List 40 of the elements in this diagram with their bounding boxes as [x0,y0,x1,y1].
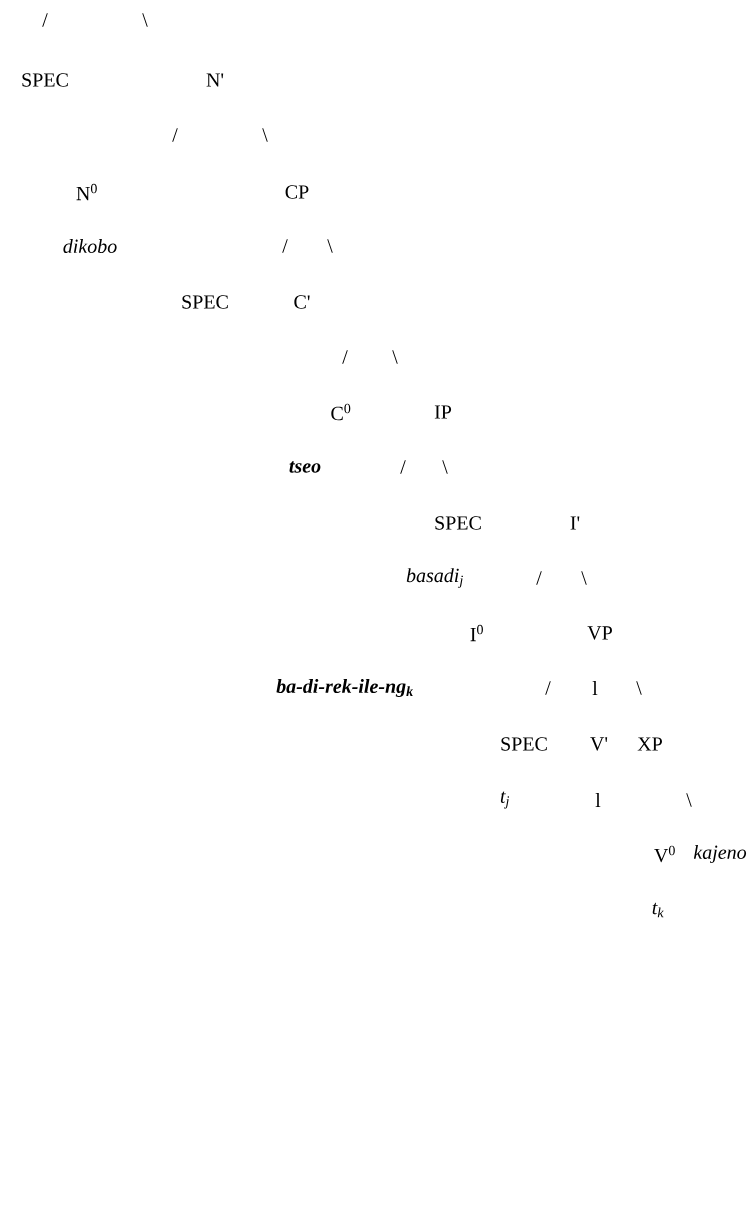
word: ba-di-rek-ile-ng$_{k}$ [276,678,414,698]
branch-slash: / [536,571,542,585]
branch-slash: \ [327,239,333,253]
word: t$_{j}$ [500,791,510,809]
branch-slash: \ [636,681,642,695]
branch-slash: / [545,681,551,695]
category-label: V' [590,737,608,751]
branch-slash: \ [686,793,692,807]
branch-slash: l [592,681,598,695]
branch-slash: \ [262,128,268,142]
word: dikobo [63,239,117,254]
word: basadi$_{j}$ [406,568,463,588]
category-label: XP [637,737,662,751]
category-label: V$^{0}$ [654,845,675,863]
word: tseo [289,461,321,473]
branch-slash: l [595,793,601,807]
branch-slash: / [342,350,348,364]
category-label: SPEC [182,295,228,309]
category-label: N' [206,73,224,87]
category-label: I$^{0}$ [470,624,483,642]
word: kajeno [693,844,747,864]
category-label: I' [570,516,580,530]
branch-slash: / [42,13,48,27]
category-label: N$^{0}$ [76,183,97,201]
category-label: SPEC [22,73,68,87]
branch-slash: / [282,239,288,253]
category-label: VP [587,626,612,640]
branch-slash: \ [142,13,148,27]
branch-slash: / [400,460,406,474]
category-label: SPEC [501,737,547,751]
category-label: IP [434,405,452,419]
category-label: C$^{0}$ [331,403,351,421]
branch-slash: / [172,128,178,142]
branch-slash: \ [392,350,398,364]
category-label: CP [285,185,309,199]
branch-slash: \ [581,571,587,585]
word: t$_{k}$ [652,902,664,918]
category-label: SPEC [435,516,481,530]
category-label: C' [294,295,310,309]
branch-slash: \ [442,460,448,474]
